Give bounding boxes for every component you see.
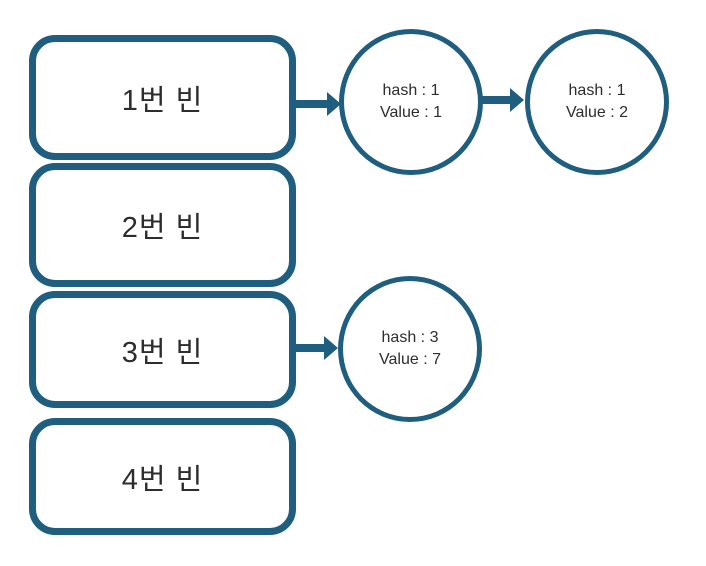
node-hash1-value1: hash : 1 Value : 1 xyxy=(339,29,483,175)
bin-1-label: 1번 빈 xyxy=(121,84,204,117)
arrow-node1-to-node2-head-icon xyxy=(510,88,524,112)
arrow-bin3-to-node3-shaft xyxy=(293,344,324,352)
node3-value-text: Value : 7 xyxy=(379,351,441,368)
bin-3-label: 3번 빈 xyxy=(121,336,204,369)
arrow-bin1-to-node1-shaft xyxy=(293,100,327,108)
bin-4-box: 4번 빈 xyxy=(29,418,296,535)
bin-2-box: 2번 빈 xyxy=(29,163,296,287)
node-hash1-value2: hash : 1 Value : 2 xyxy=(525,29,669,175)
arrow-bin3-to-node3-head-icon xyxy=(324,336,338,360)
node-hash3-value7: hash : 3 Value : 7 xyxy=(338,276,482,422)
node1-hash-text: hash : 1 xyxy=(382,82,440,99)
bin-1-box: 1번 빈 xyxy=(29,35,296,160)
node3-hash-text: hash : 3 xyxy=(381,329,439,346)
arrow-node1-to-node2-shaft xyxy=(481,96,510,104)
bin-4-label: 4번 빈 xyxy=(121,463,204,496)
node2-value-text: Value : 2 xyxy=(566,104,628,121)
node2-hash-text: hash : 1 xyxy=(568,82,626,99)
node1-value-text: Value : 1 xyxy=(380,104,442,121)
bin-3-box: 3번 빈 xyxy=(29,291,296,408)
arrow-bin1-to-node1-head-icon xyxy=(327,92,341,116)
bin-2-label: 2번 빈 xyxy=(121,212,204,244)
